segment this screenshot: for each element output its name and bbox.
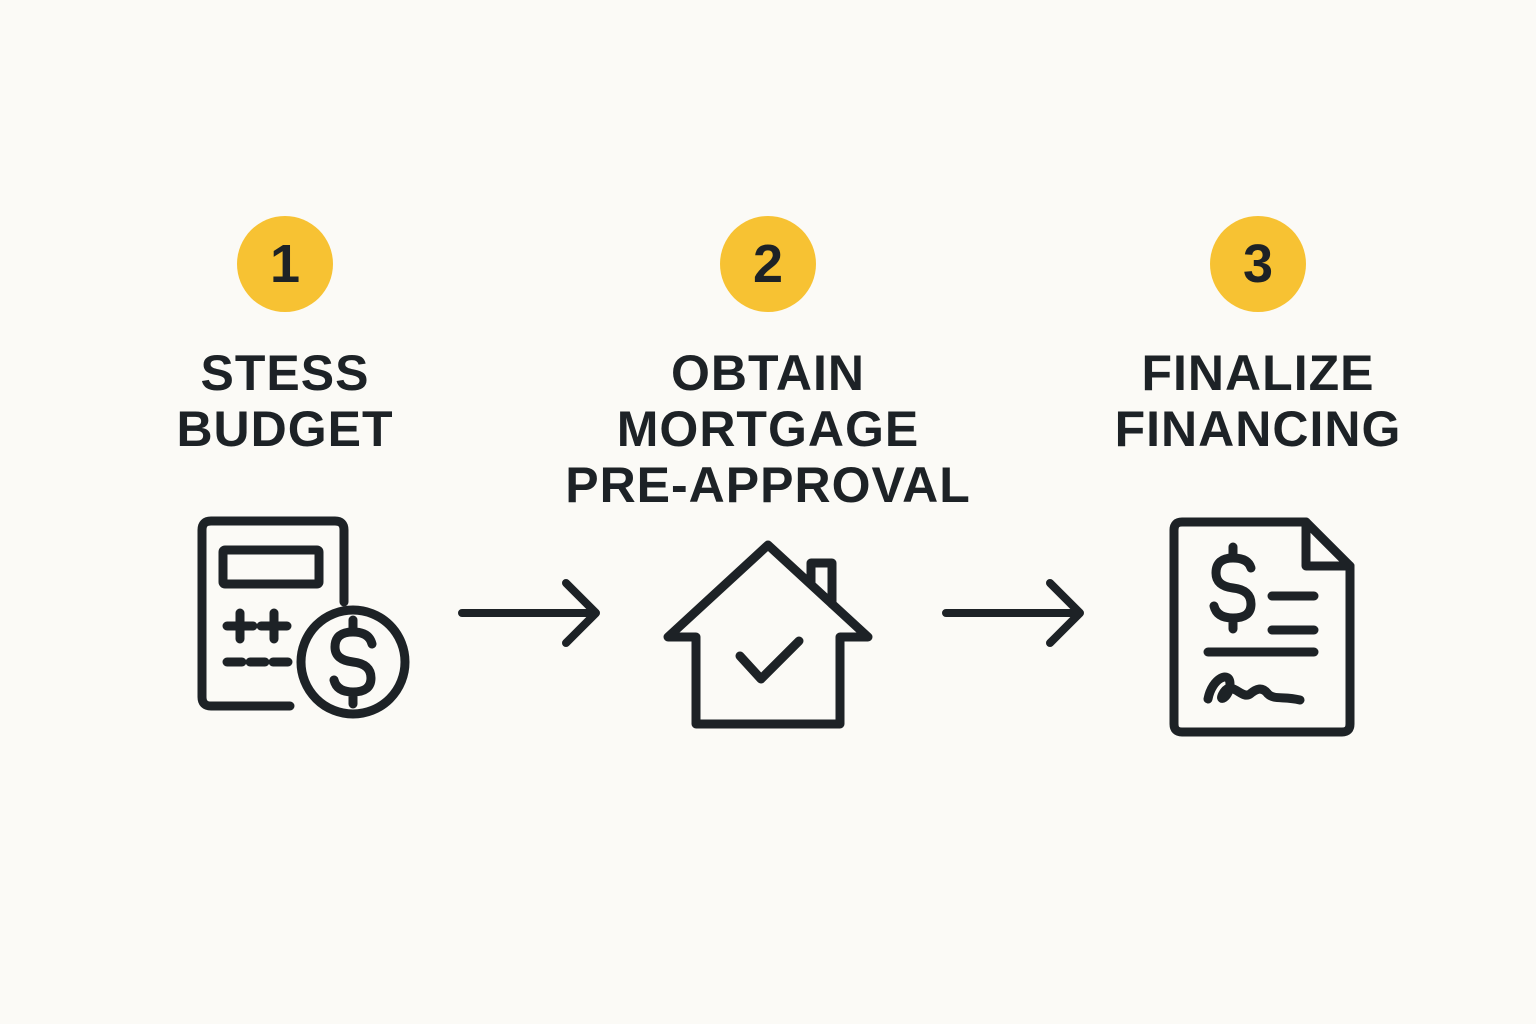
step-title-line: MORTGAGE <box>616 401 920 457</box>
step-title: OBTAIN MORTGAGE PRE-APPROVAL <box>558 345 978 513</box>
right-arrow-icon <box>458 579 600 647</box>
step-3: 3 FINALIZE FINANCING <box>1048 0 1468 1024</box>
step-2: 2 OBTAIN MORTGAGE PRE-APPROVAL <box>558 0 978 1024</box>
step-title-line: OBTAIN <box>671 345 865 401</box>
step-number-badge: 2 <box>720 216 816 312</box>
step-1: 1 STESS BUDGET <box>75 0 495 1024</box>
step-number: 3 <box>1242 234 1274 294</box>
signed-document-dollar-icon <box>1169 517 1355 737</box>
right-arrow-icon <box>942 579 1084 647</box>
step-title-line: PRE-APPROVAL <box>565 457 971 513</box>
step-title: FINALIZE FINANCING <box>1048 345 1468 457</box>
step-number-badge: 1 <box>237 216 333 312</box>
calculator-dollar-icon <box>197 516 410 719</box>
house-check-icon <box>663 540 873 729</box>
step-number: 2 <box>752 234 784 294</box>
step-title-line: FINALIZE <box>1141 345 1375 401</box>
step-title-line: BUDGET <box>176 401 394 457</box>
step-number-badge: 3 <box>1210 216 1306 312</box>
step-title: STESS BUDGET <box>75 345 495 457</box>
step-title-line: FINANCING <box>1114 401 1402 457</box>
step-title-line: STESS <box>200 345 370 401</box>
step-number: 1 <box>269 234 301 294</box>
